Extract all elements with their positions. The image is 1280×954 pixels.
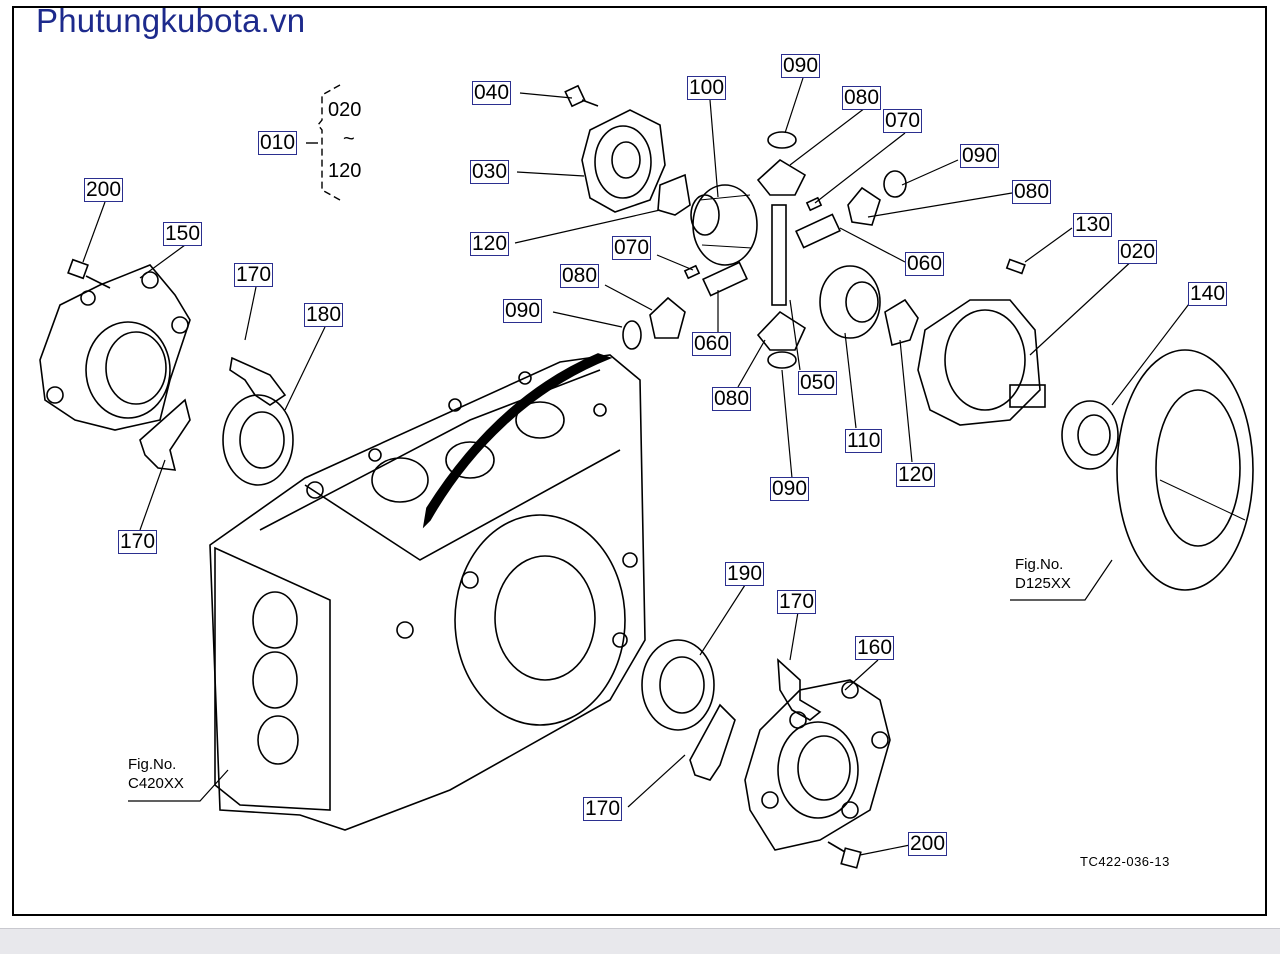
assembly-arrow-icon [422,353,613,529]
range-bracket [306,84,341,201]
callout-030[interactable]: 030 [470,160,510,184]
fig-ref-d125-line1: Fig.No. [1015,556,1064,573]
transmission-case [209,354,646,831]
fig-ref-c420-line1: Fig.No. [128,756,177,773]
callout-150[interactable]: 150 [163,222,203,246]
callout-170-upper-left[interactable]: 170 [234,263,274,287]
range-bottom-120: 120 [328,160,362,182]
label-010[interactable]: 010 [258,131,298,155]
bolt-right [827,841,862,869]
callout-020[interactable]: 020 [1118,240,1158,264]
window-bottom-bar [0,928,1280,954]
bearing-holder-right [744,679,891,851]
callout-130[interactable]: 130 [1073,213,1113,237]
callout-170-lower-left[interactable]: 170 [118,530,158,554]
bolt-left [67,258,111,289]
bearing-holder-030 [581,109,666,213]
callout-080-left[interactable]: 080 [560,264,600,288]
ring-gear [1116,349,1254,591]
callout-080-top[interactable]: 080 [842,86,882,110]
pin-130 [1005,258,1026,275]
callout-200-left[interactable]: 200 [84,178,124,202]
bearing-140 [1061,400,1119,470]
callout-040[interactable]: 040 [472,81,512,105]
callout-170-upper-right[interactable]: 170 [777,590,817,614]
callout-100[interactable]: 100 [687,76,727,100]
pinion-gear-080-left [649,296,686,339]
callout-110[interactable]: 110 [845,429,883,453]
callout-090-right[interactable]: 090 [960,144,1000,168]
shim-lower-left [139,398,191,471]
shaft-060-right [795,213,841,249]
pinion-gear-080-top [756,159,807,196]
fig-ref-d125-line2: D125XX [1015,575,1071,592]
callout-190[interactable]: 190 [725,562,765,586]
callout-060-right[interactable]: 060 [905,252,945,276]
callout-140[interactable]: 140 [1188,282,1228,306]
callout-090-bottom[interactable]: 090 [770,477,810,501]
pinion-shaft-050 [771,204,787,306]
range-top-020: 020 [328,99,362,121]
callout-070-left[interactable]: 070 [612,236,652,260]
shim-upper-right [777,658,822,721]
bolt-040 [564,84,599,108]
shaft-060-left [702,261,748,297]
shim-lower-right [689,703,736,781]
callout-200-right[interactable]: 200 [908,832,948,856]
pinion-gear-080-bottom [756,310,807,351]
bearing-holder-left [39,264,191,431]
callout-080-right[interactable]: 080 [1012,180,1052,204]
shim-upper-left [229,356,287,406]
pin-070-left [683,264,701,280]
callout-090-left[interactable]: 090 [503,299,543,323]
drawing-code: TC422-036-13 [1080,854,1170,869]
watermark-logo-text: Phutungkubota.vn [36,2,306,39]
washer-090-top [767,131,797,149]
fig-ref-c420-line2: C420XX [128,775,184,792]
callout-160[interactable]: 160 [855,636,895,660]
fig-ref-c420[interactable]: Fig.No. C420XX [128,755,184,793]
ball-bearing-190 [641,639,715,731]
pinion-gear-080-right [847,186,881,226]
side-gear-110 [819,265,881,339]
pin-070-right [805,196,823,212]
callout-070-right[interactable]: 070 [883,109,923,133]
callout-170-lower-right[interactable]: 170 [583,797,623,821]
differential-case-020 [917,299,1046,426]
bevel-gear-100 [690,184,758,266]
thrust-washer-120-left [657,173,691,216]
washer-090-right [883,170,907,198]
thrust-washer-120-right [884,298,919,346]
washer-090-left [622,320,642,350]
callout-060-left[interactable]: 060 [692,332,732,356]
callout-080-bottom[interactable]: 080 [712,387,752,411]
callout-180[interactable]: 180 [304,303,344,327]
range-tilde: ~ [343,128,355,150]
callout-120-left[interactable]: 120 [470,232,510,256]
callout-090-top[interactable]: 090 [781,54,821,78]
callout-050[interactable]: 050 [798,371,838,395]
ball-bearing-180 [222,394,294,486]
leader-lines [82,77,1193,856]
callout-120-right[interactable]: 120 [896,463,936,487]
fig-ref-d125[interactable]: Fig.No. D125XX [1015,555,1071,593]
washer-090-bottom [767,351,797,369]
